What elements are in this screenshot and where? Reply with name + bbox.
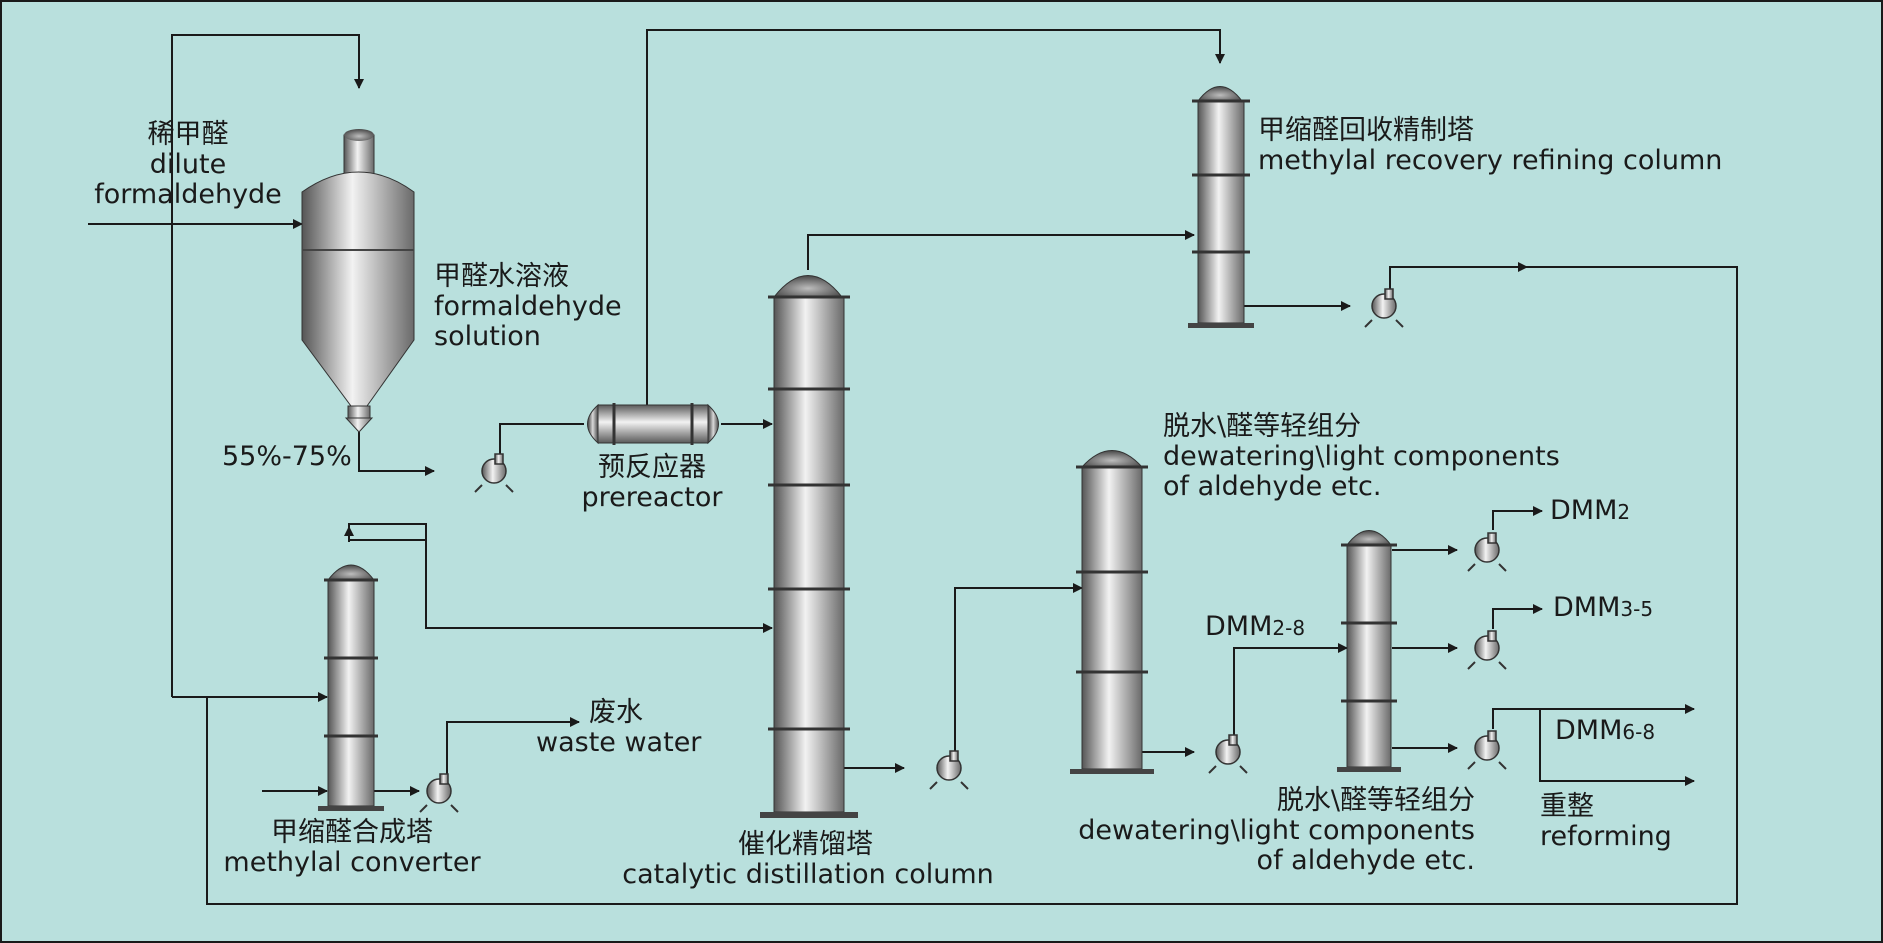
label-dmm2: DMM2 <box>1550 496 1630 527</box>
label-prereactor: 预反应器 prereactor <box>572 453 732 513</box>
column-top-to-recovery-line <box>807 230 1195 270</box>
pump-to-dewatering-line <box>954 583 1083 753</box>
methylal-recovery-refining-column <box>1188 86 1254 328</box>
label-dmm6-8-sub: 6-8 <box>1622 720 1656 744</box>
label-light-components-bottom-en1: dewatering\light components <box>1078 815 1475 846</box>
label-dmm6-8-main: DMM <box>1555 715 1623 746</box>
label-formaldehyde-solution-en2: solution <box>434 321 541 352</box>
label-methylal-recovery-zh: 甲缩醛回收精制塔 <box>1258 115 1474 146</box>
label-prereactor-zh: 预反应器 <box>598 452 706 483</box>
vessel-bottom-line <box>358 432 435 476</box>
waste-water-line <box>446 717 580 774</box>
label-reforming-en: reforming <box>1540 821 1672 852</box>
label-reforming: 重整 reforming <box>1540 792 1672 852</box>
label-catalytic-column-zh: 催化精馏塔 <box>738 829 873 860</box>
dewatering-column <box>1070 450 1154 774</box>
converter-to-column-line <box>349 524 772 628</box>
label-waste-water-en: waste water <box>536 727 702 758</box>
label-methylal-recovery-en: methylal recovery refining column <box>1258 145 1723 176</box>
pump-6-icon <box>1467 532 1507 572</box>
pump-7-icon <box>1467 630 1507 670</box>
methylal-converter-column <box>318 564 384 811</box>
label-methylal-recovery: 甲缩醛回收精制塔 methylal recovery refining colu… <box>1258 116 1722 176</box>
label-dilute-formaldehyde: 稀甲醛 dilute formaldehyde <box>88 120 288 210</box>
prereactor-vent-line <box>646 29 1225 407</box>
label-light-components-top: 脱水\醛等轻组分 dewatering\light components of … <box>1163 412 1560 502</box>
dmm3-5-out-line <box>1492 604 1543 629</box>
label-light-components-top-en1: dewatering\light components <box>1163 441 1560 472</box>
label-dmm2-main: DMM <box>1550 495 1618 526</box>
label-light-components-top-zh: 脱水\醛等轻组分 <box>1163 411 1362 442</box>
label-waste-water-zh: 废水 <box>589 697 643 728</box>
pump-3-icon <box>929 750 969 790</box>
pump-4-icon <box>1208 734 1248 774</box>
dmm2-out-line <box>1492 506 1543 530</box>
label-catalytic-column-en: catalytic distillation column <box>622 859 994 890</box>
catalytic-distillation-column <box>760 275 858 818</box>
pump-1-icon <box>474 453 514 493</box>
reforming-out-line <box>1539 709 1695 786</box>
formaldehyde-concentrator <box>301 129 415 433</box>
label-reforming-zh: 重整 <box>1540 791 1594 822</box>
label-light-components-bottom-zh: 脱水\醛等轻组分 <box>1276 785 1475 816</box>
label-dilute-formaldehyde-en2: formaldehyde <box>94 179 282 210</box>
recycle-line-return <box>206 266 1738 905</box>
prereactor-vessel <box>587 403 719 445</box>
pump-to-prereactor-line <box>499 423 584 454</box>
label-methylal-converter-en: methylal converter <box>223 847 481 878</box>
label-dmm2-8-main: DMM <box>1205 611 1273 642</box>
label-prereactor-en: prereactor <box>581 482 723 513</box>
label-catalytic-column: 催化精馏塔 catalytic distillation column <box>608 830 1008 890</box>
pump-5-icon <box>1364 288 1404 328</box>
label-methylal-converter: 甲缩醛合成塔 methylal converter <box>212 818 492 878</box>
label-dmm3-5: DMM3-5 <box>1553 593 1653 624</box>
dmm2-8-line <box>1233 643 1348 735</box>
label-light-components-bottom: 脱水\醛等轻组分 dewatering\light components of … <box>1045 786 1475 876</box>
label-formaldehyde-solution-en1: formaldehyde <box>434 291 622 322</box>
label-dmm2-8-sub: 2-8 <box>1272 616 1306 640</box>
label-methylal-converter-zh: 甲缩醛合成塔 <box>271 817 433 848</box>
label-waste-water: 废水 waste water <box>536 698 701 758</box>
pumps <box>419 288 1507 813</box>
pump-8-icon <box>1467 730 1507 770</box>
label-dilute-formaldehyde-zh: 稀甲醛 <box>147 119 229 150</box>
label-dmm6-8: DMM6-8 <box>1555 716 1655 747</box>
flow-lines <box>88 29 1738 905</box>
label-formaldehyde-solution: 甲醛水溶液 formaldehyde solution <box>434 262 622 352</box>
vapour-loop-line <box>171 34 364 697</box>
label-concentration: 55%-75% <box>222 441 352 472</box>
label-dmm2-8: DMM2-8 <box>1205 612 1305 643</box>
recycle-line <box>1389 262 1528 290</box>
label-dmm2-sub: 2 <box>1617 500 1631 524</box>
label-dmm3-5-sub: 3-5 <box>1620 597 1654 621</box>
label-dilute-formaldehyde-en1: dilute <box>149 149 227 180</box>
converter-top-line <box>348 523 427 540</box>
label-light-components-bottom-en2: of aldehyde etc. <box>1256 845 1475 876</box>
label-formaldehyde-solution-zh: 甲醛水溶液 <box>434 261 569 292</box>
dmm6-8-out-line <box>1492 704 1695 729</box>
product-separation-column <box>1337 530 1401 772</box>
label-dmm3-5-main: DMM <box>1553 592 1621 623</box>
label-light-components-top-en2: of aldehyde etc. <box>1163 471 1382 502</box>
pump-2-icon <box>419 773 459 813</box>
